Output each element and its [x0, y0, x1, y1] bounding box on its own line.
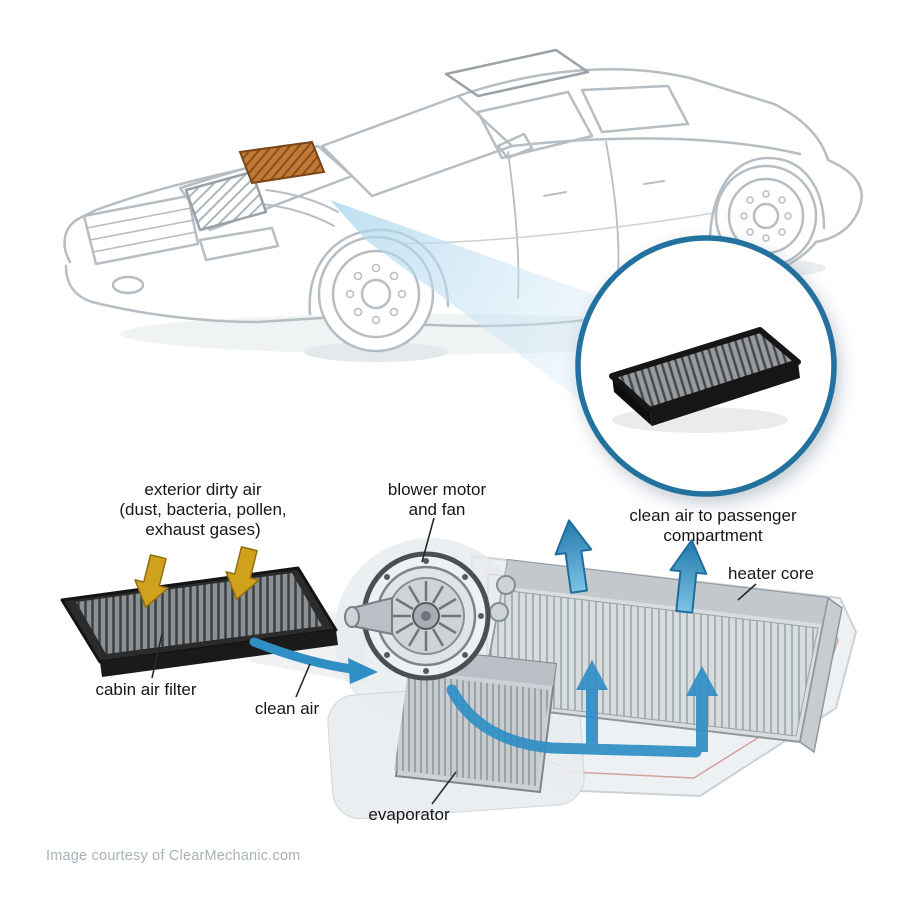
clean-air-arrow [249, 637, 378, 684]
label-evaporator: evaporator [368, 805, 450, 824]
label-heater-core: heater core [728, 564, 814, 583]
label-exterior-dirty-air: exterior dirty air (dust, bacteria, poll… [119, 480, 287, 540]
label-blower-motor: blower motor and fan [387, 480, 487, 520]
clean-air-flow [446, 660, 718, 758]
blower-motor-graphic [344, 551, 491, 681]
fan-blades [391, 581, 461, 651]
image-credit: Image courtesy of ClearMechanic.com [46, 848, 301, 864]
cabin-filter-inset [575, 235, 837, 497]
label-cabin-air-filter: cabin air filter [95, 680, 197, 699]
clean-air-up-arrows [554, 519, 708, 614]
leader-lines [151, 517, 757, 805]
dirty-air-arrows [134, 546, 260, 608]
cabin-filter-in-car [238, 140, 326, 185]
engine-airbox [184, 170, 268, 232]
label-clean-air: clean air [254, 699, 320, 718]
label-clean-air-passenger: clean air to passenger compartment [629, 506, 797, 546]
magnifier-beam [330, 200, 650, 452]
cabin-air-filter-graphic [60, 566, 338, 677]
car-illustration [63, 48, 863, 353]
